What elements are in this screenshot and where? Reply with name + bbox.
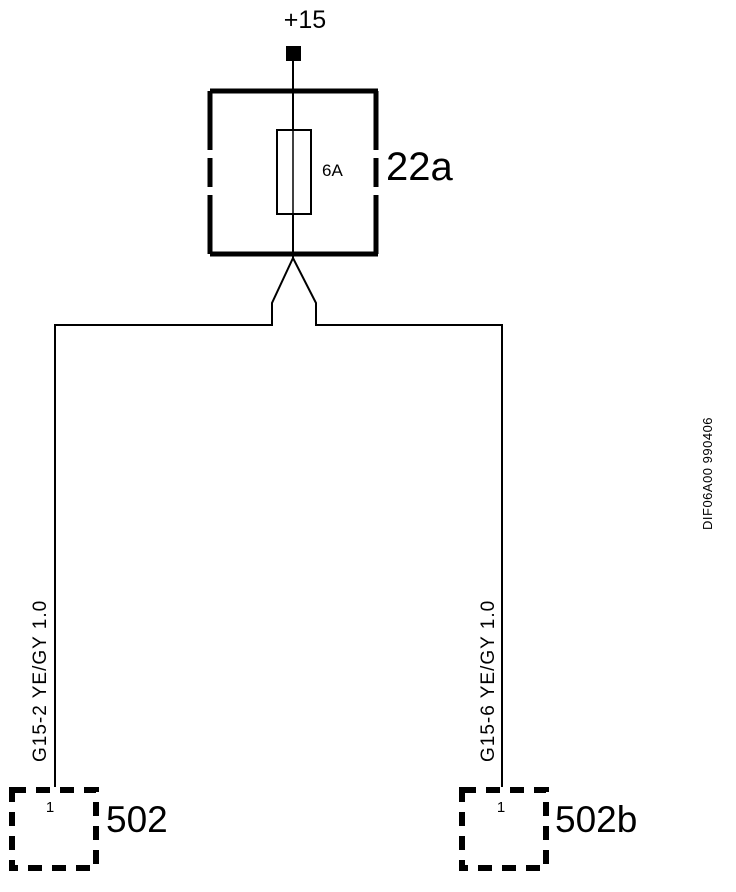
fuse-rating: 6A <box>322 161 343 180</box>
connector-502-label: 502 <box>106 799 168 840</box>
fuse-id: 22a <box>386 145 453 189</box>
connector-502b-label: 502b <box>555 799 637 840</box>
connector-502b-box <box>459 787 549 871</box>
fuse-element <box>276 129 312 215</box>
connector-502-box <box>9 787 99 871</box>
document-code: DIF06A00 990406 <box>700 417 715 530</box>
supply-terminal <box>286 46 301 61</box>
supply-label: +15 <box>284 6 326 34</box>
wire-label-right: G15-6 YE/GY 1.0 <box>478 600 499 762</box>
wire-label-left: G15-2 YE/GY 1.0 <box>30 600 51 762</box>
fuse-holder-box <box>207 88 379 257</box>
connector-502-pin: 1 <box>46 799 54 816</box>
branch-wires <box>54 255 503 787</box>
connector-502b-pin: 1 <box>497 799 505 816</box>
